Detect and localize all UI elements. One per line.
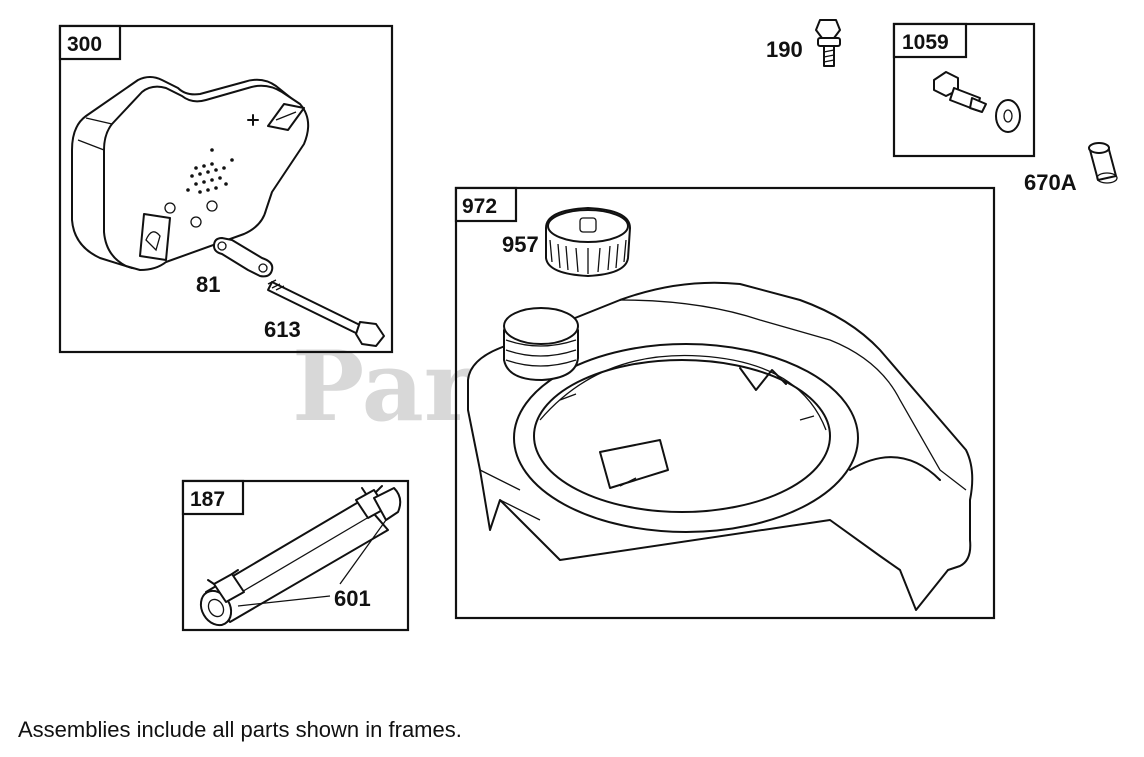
- frame-187-tag: 187: [190, 488, 225, 511]
- frame-972-tag-box: [454, 186, 518, 223]
- part-81-lock-plate[interactable]: 81: [196, 237, 274, 297]
- part-190-bolt[interactable]: 190: [766, 19, 841, 67]
- part-670a-bushing[interactable]: 670A: [1024, 142, 1118, 195]
- frame-300-tag-box: [58, 24, 122, 61]
- frame-972[interactable]: 972 957: [454, 186, 996, 620]
- part-601-fuel-line[interactable]: 601: [195, 485, 402, 631]
- frame-972-tag: 972: [462, 195, 497, 218]
- frame-300-tag: 300: [67, 33, 102, 56]
- frame-1059-tag: 1059: [902, 31, 949, 54]
- callout-613: 613: [264, 317, 301, 342]
- part-957-fuel-cap[interactable]: 957: [502, 207, 631, 277]
- callout-957: 957: [502, 232, 539, 257]
- frame-187-border: [181, 479, 410, 632]
- callout-670a: 670A: [1024, 170, 1077, 195]
- frame-1059[interactable]: 1059: [892, 22, 1036, 158]
- fuel-tank-drawing: [467, 281, 974, 611]
- frame-972-border: [454, 186, 996, 620]
- shoulder-bolt-drawing: [933, 71, 1021, 133]
- frame-187[interactable]: 187 601: [181, 479, 410, 632]
- callout-601: 601: [334, 586, 371, 611]
- filler-neck: [503, 307, 579, 381]
- frame-1059-tag-box: [892, 22, 968, 59]
- frame-187-tag-box: [181, 479, 245, 516]
- frame-300-border: [58, 24, 394, 354]
- muffler-guard-drawing: [71, 76, 310, 271]
- callout-81: 81: [196, 272, 220, 297]
- footer-note: Assemblies include all parts shown in fr…: [18, 717, 462, 742]
- part-613-bolt[interactable]: 613: [264, 279, 385, 347]
- frame-300[interactable]: 300: [58, 24, 394, 354]
- callout-190: 190: [766, 37, 803, 62]
